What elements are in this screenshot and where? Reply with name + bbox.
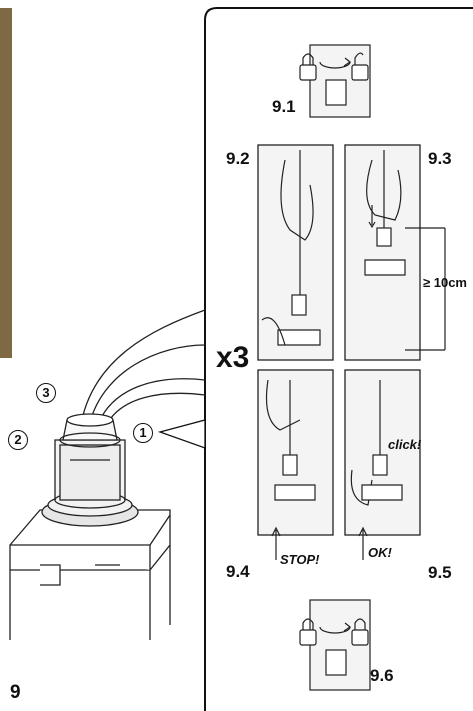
- panel-9-6-art: [299, 618, 369, 676]
- distance-label: ≥ 10cm: [423, 275, 467, 290]
- instruction-frame: [204, 7, 473, 711]
- repeat-label: x3: [216, 341, 250, 374]
- panel-label-9-6: 9.6: [370, 666, 394, 685]
- callout-3: 3: [36, 383, 56, 403]
- panel-9-4-frame: [257, 369, 334, 536]
- step-number: 9: [10, 682, 21, 703]
- panel-art: [261, 150, 446, 560]
- panel-9-5-frame: [344, 369, 421, 536]
- stop-label: STOP!: [280, 552, 320, 567]
- wires: [79, 309, 206, 431]
- panel-9-2-frame: [257, 144, 334, 361]
- panel-label-9-2: 9.2: [226, 149, 250, 168]
- panel-9-3-frame: [344, 144, 421, 361]
- callout-2: 2: [8, 430, 28, 450]
- callout-1: 1: [133, 423, 153, 443]
- panel-label-9-5: 9.5: [428, 563, 452, 582]
- ok-label: OK!: [368, 545, 392, 560]
- step-panels: [257, 144, 421, 536]
- click-label: click!: [388, 437, 422, 452]
- panel-label-9-3: 9.3: [428, 149, 452, 168]
- panel-9-1-art: [299, 52, 369, 106]
- box: [9, 509, 171, 640]
- decorative-strip: [0, 8, 12, 358]
- pointer-arrow: [157, 419, 206, 449]
- device: [41, 413, 139, 527]
- panel-label-9-1: 9.1: [272, 97, 296, 116]
- panel-label-9-4: 9.4: [226, 562, 250, 581]
